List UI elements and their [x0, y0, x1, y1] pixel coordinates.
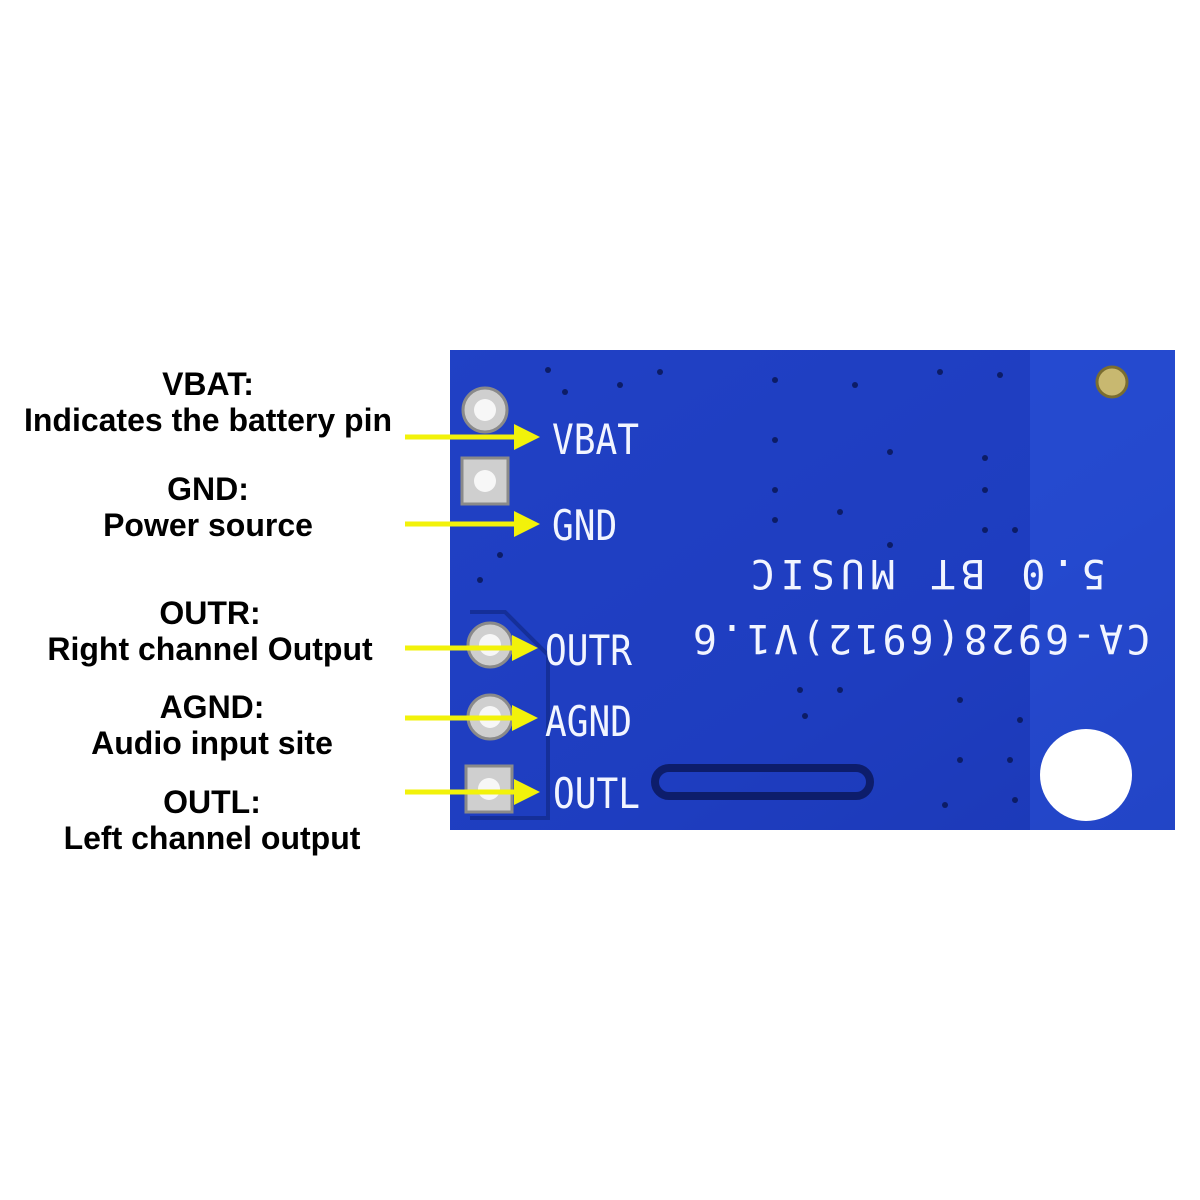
silk-bt-music: 5.0 BT MUSIC: [745, 550, 1106, 596]
annotation-pin-name: GND:: [167, 471, 249, 507]
annotation-description: Right channel Output: [47, 631, 373, 667]
audio-pin-outline: [470, 610, 550, 820]
arrow-vbat: [405, 424, 540, 450]
pin-pads: [460, 386, 514, 814]
annotation-pin-name: AGND:: [159, 689, 265, 725]
silk-vbat: VBAT: [552, 416, 639, 464]
arrow-gnd: [405, 511, 540, 537]
arrows: [405, 424, 540, 805]
silk-outr: OUTR: [545, 627, 632, 675]
pcb-shaded-region: [450, 350, 1030, 830]
mounting-hole: [1040, 729, 1132, 821]
annotation-description: Indicates the battery pin: [23, 402, 393, 438]
slot-trace: [651, 764, 874, 800]
annotation-pin-name: VBAT:: [162, 366, 254, 402]
annotation-outr: OUTR: Right channel Output: [0, 595, 420, 667]
corner-via: [1095, 365, 1129, 399]
via-dots: [477, 367, 1023, 808]
silk-model: CA-6928(6912)V1.6: [690, 615, 1150, 661]
annotation-vbat: VBAT: Indicates the battery pin: [0, 366, 418, 438]
arrow-outr: [405, 635, 538, 661]
annotation-pin-name: OUTR:: [159, 595, 261, 631]
arrow-agnd: [405, 705, 538, 731]
silk-agnd: AGND: [545, 698, 632, 746]
annotation-outl: OUTL: Left channel output: [2, 784, 422, 856]
annotation-agnd: AGND: Audio input site: [2, 689, 422, 761]
annotation-description: Audio input site: [91, 725, 333, 761]
annotation-gnd: GND: Power source: [0, 471, 418, 543]
silk-gnd: GND: [552, 502, 617, 550]
silk-outl: OUTL: [553, 770, 640, 818]
annotation-description: Left channel output: [63, 820, 361, 856]
arrow-outl: [405, 779, 540, 805]
annotation-pin-name: OUTL:: [163, 784, 261, 820]
annotation-description: Power source: [103, 507, 313, 543]
